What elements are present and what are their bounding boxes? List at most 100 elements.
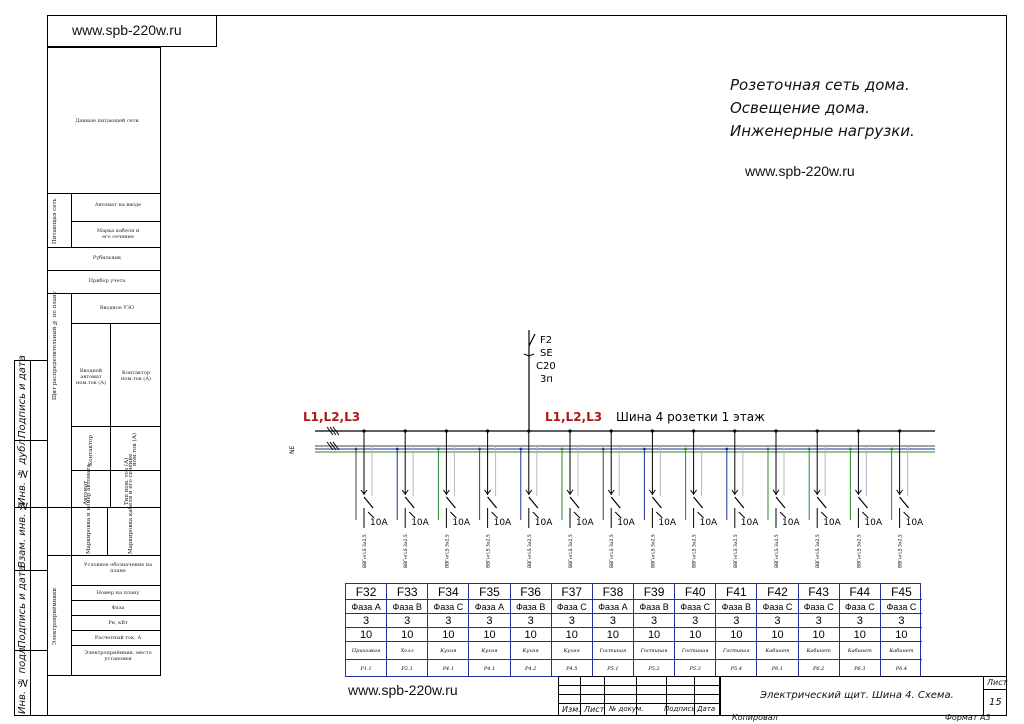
cable-label: ВВГнгLS 3х2,5 (568, 534, 574, 568)
table-cell-phase: Фаза B (510, 600, 552, 614)
table-cell-b: 10 (798, 628, 840, 642)
heading-line-1: Розеточная сеть дома. (730, 76, 910, 94)
breaker-switch (487, 496, 498, 509)
table-cell-code: Р5.4 (716, 660, 758, 677)
junction-dot (395, 447, 399, 451)
junction-dot (519, 447, 523, 451)
breaker-switch (569, 496, 580, 509)
breaker-switch (857, 496, 868, 509)
table-cell-a: 3 (387, 614, 429, 628)
breaker-contact (862, 511, 869, 519)
table-cell-name: F41 (716, 584, 758, 600)
label-meter: Прибор учета (88, 278, 126, 284)
table-cell-name: F33 (387, 584, 429, 600)
fuse-mark (401, 489, 409, 495)
format-label: Формат А3 (945, 713, 991, 722)
breaker-contact (367, 511, 375, 519)
table-cell-b: 10 (839, 628, 881, 642)
table-cell-place: Кабинет (798, 642, 840, 660)
table-cell-place: Кабинет (880, 642, 922, 660)
table-cell-b: 10 (592, 628, 634, 642)
table-cell-place: Кабинет (839, 642, 881, 660)
col-change: Изм. (562, 705, 581, 714)
junction-dot (692, 429, 696, 433)
table-cell-code: Р4.5 (552, 660, 593, 677)
junction-dot (684, 447, 687, 451)
table-cell-name: F32 (346, 584, 388, 600)
bus-label-mid: L1,L2,L3 (545, 410, 602, 424)
breaker-rating: 10A (370, 518, 388, 528)
table-cell-code: Р6.1 (757, 660, 799, 677)
fuse-mark (649, 489, 656, 495)
junction-dot (403, 429, 407, 433)
table-cell-b: 10 (469, 628, 511, 642)
table-cell-code: Р6.3 (840, 660, 881, 677)
table-cell-b: 10 (880, 628, 922, 642)
side-stamp (14, 360, 48, 716)
table-cell-place: Кухня (469, 642, 511, 660)
col-doc: № докум. (609, 705, 644, 713)
junction-dot (849, 447, 852, 451)
breaker-contact (408, 511, 416, 519)
table-cell-b: 10 (428, 628, 470, 642)
breaker-contact (738, 511, 746, 519)
table-cell-code: Р4.1 (469, 660, 511, 677)
junction-dot (609, 429, 613, 433)
table-cell-b: 10 (551, 628, 593, 642)
table-cell-a: 3 (675, 614, 717, 628)
breaker-rating: 10A (906, 518, 924, 528)
label-network-data: Данные питающей сети (75, 118, 139, 124)
table-cell-name: F45 (880, 584, 922, 600)
label-input-rcd: Вводное УЗО (99, 305, 135, 311)
junction-dot (527, 429, 531, 433)
breaker-switch (734, 496, 745, 509)
frame-top (47, 15, 1007, 16)
table-cell-place: Кухня (551, 642, 593, 660)
label-calc-current: Расчетный ток, А (94, 635, 142, 641)
table-cell-name: F40 (675, 584, 717, 600)
bus-title: Шина 4 розетки 1 этаж (616, 410, 765, 424)
junction-dot (478, 447, 481, 451)
table-cell-name: F38 (592, 584, 634, 600)
breaker-switch (651, 496, 662, 509)
table-cell-place: Холл (387, 642, 429, 660)
table-cell-name: F42 (757, 584, 799, 600)
url-top: www.spb-220w.ru (72, 22, 182, 38)
table-cell-a: 3 (428, 614, 470, 628)
fuse-mark (607, 489, 615, 495)
table-cell-phase: Фаза C (675, 600, 717, 614)
fuse-mark (772, 489, 780, 495)
cable-label: ВВГнгLS 3х2,5 (609, 534, 615, 568)
table-cell-name: F43 (798, 584, 840, 600)
cable-label: ВВГнгLS 3х2,5 (362, 534, 368, 568)
heading-line-3: Инженерные нагрузки. (730, 122, 915, 140)
table-cell-phase: Фаза A (469, 600, 511, 614)
table-cell-place: Гостиная (592, 642, 634, 660)
table-cell-code: Р6.2 (799, 660, 840, 677)
junction-dot (444, 429, 448, 433)
breaker-switch (404, 496, 415, 509)
table-cell-phase: Фаза B (387, 600, 429, 614)
breaker-switch (899, 496, 910, 509)
junction-dot (643, 447, 646, 451)
junction-dot (560, 447, 564, 451)
label-input-breaker-rated: Вводной автомат ном.ток (А) (76, 368, 106, 386)
label-input-breaker: Автомат на вводе (94, 202, 142, 208)
breaker-rating: 10A (864, 518, 882, 528)
breaker-switch (528, 496, 539, 509)
url-box: www.spb-220w.ru (47, 15, 217, 47)
table-cell-phase: Фаза A (346, 600, 388, 614)
breaker-rating: 10A (782, 518, 800, 528)
table-cell-place: Гостиная (716, 642, 758, 660)
table-cell-place: Гостиная (675, 642, 717, 660)
cable-label: ВВГнгLS 3х2,5 (486, 534, 492, 568)
table-cell-phase: Фаза C (798, 600, 840, 614)
feeder-poles: 3п (540, 374, 553, 385)
table-cell-name: F34 (428, 584, 470, 600)
junction-dot (725, 447, 729, 451)
label-plan-number: Номер на плану (96, 590, 140, 596)
table-cell-a: 3 (716, 614, 758, 628)
breaker-contact (532, 511, 540, 519)
cable-label: ВВГнгLS 3х2,5 (733, 534, 739, 568)
